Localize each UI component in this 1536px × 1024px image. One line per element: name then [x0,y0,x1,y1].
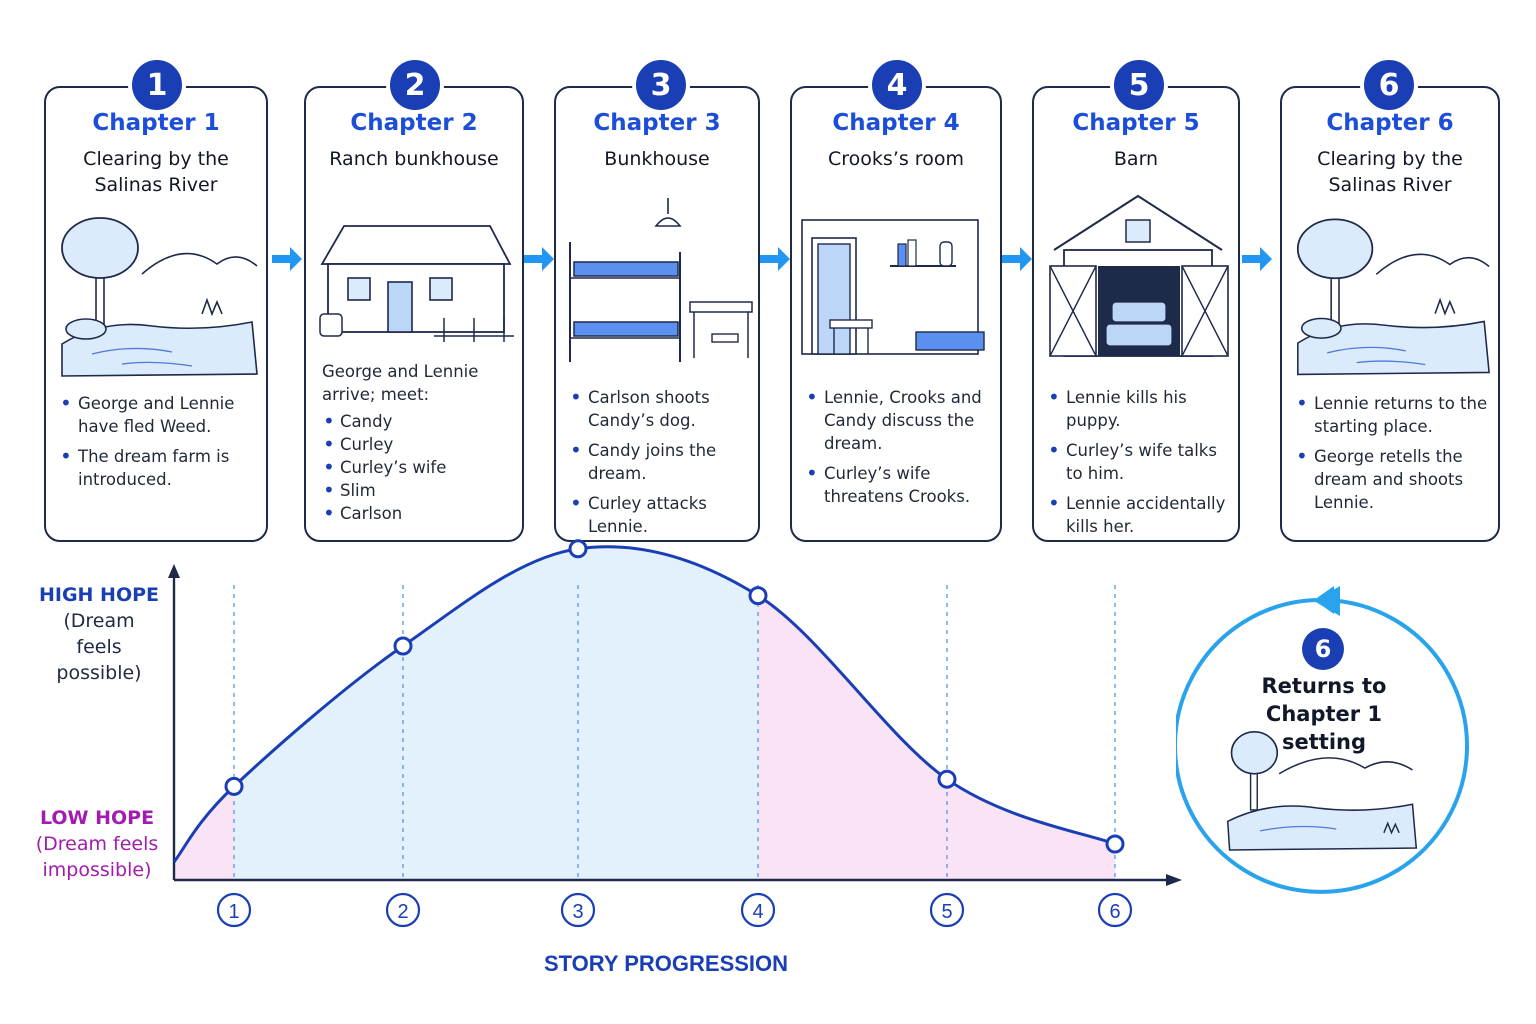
x-tick-circle-5 [929,892,965,928]
chapter-bullet: Carlson shoots Candy’s dog. [568,386,750,432]
chapter-bullet: Slim [322,479,514,502]
chapter-title: Chapter 4 [832,110,960,136]
chapter-bullet: Candy joins the dream. [568,439,750,485]
x-tick-circle-2 [385,892,421,928]
y-high-sublabel: (Dream feels possible) [56,610,142,684]
high-hope-area [234,546,758,880]
chapter-badge: 4 [868,56,926,114]
river-clearing-illustration [1226,731,1418,851]
hope-point-3 [568,539,588,559]
chapter-bullet: Candy [322,410,514,433]
y-high-label-block: HIGH HOPE (Dream feels possible) [20,582,178,686]
y-low-label: LOW HOPE [39,807,155,829]
hope-point-5 [937,769,957,789]
x-tick-circle-4 [740,892,776,928]
chapter-setting: Clearing by the Salinas River [83,148,229,196]
chapter-badge: 3 [632,56,690,114]
chapter-badge: 6 [1360,56,1418,114]
arrow-right-icon [1242,247,1272,271]
chapter-setting: Clearing by the Salinas River [1317,148,1463,196]
low-hope-area [174,786,234,880]
chapter-title: Chapter 3 [593,110,721,136]
chapter-title: Chapter 5 [1072,110,1200,136]
chapter-bullet: Curley’s wife threatens Crooks. [804,462,992,508]
chapter-bullet: George and Lennie have fled Weed. [58,392,258,438]
crooks-room-illustration [801,219,985,355]
barn-illustration [1049,194,1229,357]
chapter-intro: George and Lennie arrive; meet: [322,362,479,404]
low-hope-area [758,595,1115,880]
chapter-bullet: The dream farm is introduced. [58,445,258,491]
loop-text: Returns to Chapter 1 setting [1261,674,1387,754]
bunk-bed-illustration [569,198,753,362]
y-axis-arrow-icon [168,564,180,578]
chapter-title: Chapter 1 [92,110,220,136]
x-axis-arrow-icon [1166,874,1182,886]
chapter-card-1: Chapter 1 Clearing by the Salinas River … [44,86,268,542]
river-clearing-illustration [1296,218,1490,376]
chapter-bullet: Lennie, Crooks and Candy discuss the dre… [804,386,992,455]
hope-point-1 [224,776,244,796]
chapter-card-5: Chapter 5 Barn Lennie kills his puppy. C… [1032,86,1240,542]
chapter-card-4: Chapter 4 Crooks’s room Lennie, Crooks a… [790,86,1002,542]
y-low-label-block: LOW HOPE (Dream feels impossible) [18,805,176,883]
chapter-setting: Crooks’s room [828,148,964,170]
loop-badge: 6 [1302,628,1344,670]
chapter-card-2: Chapter 2 Ranch bunkhouse George and Len… [304,86,524,542]
chapter-setting: Ranch bunkhouse [329,148,499,170]
hope-point-4 [748,586,768,606]
chapter-bullet: Curley’s wife [322,456,514,479]
chapter-title: Chapter 2 [350,110,478,136]
x-tick-circle-1 [216,892,252,928]
x-tick-circle-6 [1097,892,1133,928]
arrow-right-icon [1002,247,1032,271]
x-tick-label-2: 2 [397,901,408,923]
arrow-right-icon [760,247,790,271]
chapter-bullet: Lennie accidentally kills her. [1046,492,1230,538]
hope-point-2 [393,636,413,656]
chapter-badge: 5 [1110,56,1168,114]
arrow-right-icon [272,247,302,271]
x-tick-label-4: 4 [752,901,763,923]
chapter-bullet: Lennie returns to the starting place. [1294,392,1490,438]
chapter-bullet: Curley’s wife talks to him. [1046,439,1230,485]
x-tick-label-6: 6 [1109,901,1120,923]
chapter-2-text: George and Lennie arrive; meet: Candy Cu… [322,360,514,525]
x-tick-label-1: 1 [228,901,239,923]
chapter-badge: 1 [128,56,186,114]
x-tick-label-5: 5 [941,901,952,923]
x-tick-label-3: 3 [572,901,583,923]
chapter-bullet: Carlson [322,502,514,525]
chapter-setting: Bunkhouse [604,148,710,170]
chapter-badge: 2 [386,56,444,114]
y-low-sublabel: (Dream feels impossible) [35,833,159,881]
chapter-card-3: Chapter 3 Bunkhouse Carlson shoots Candy… [554,86,760,542]
chapter-bullet: Curley attacks Lennie. [568,492,750,538]
chapter-bullet: Lennie kills his puppy. [1046,386,1230,432]
hope-point-6 [1105,834,1125,854]
chapter-card-6: Chapter 6 Clearing by the Salinas River … [1280,86,1500,542]
chapter-bullet: George retells the dream and shoots Lenn… [1294,445,1490,514]
river-clearing-illustration [61,217,258,377]
y-high-label: HIGH HOPE [38,584,160,606]
x-tick-circle-3 [560,892,596,928]
bunkhouse-illustration [319,225,514,342]
chapter-title: Chapter 6 [1326,110,1454,136]
chapter-bullet: Curley [322,433,514,456]
loop-arrow-icon [1314,586,1340,616]
chapter-setting: Barn [1113,148,1159,170]
x-axis-title: STORY PROGRESSION [544,951,788,976]
arrow-right-icon [524,247,554,271]
